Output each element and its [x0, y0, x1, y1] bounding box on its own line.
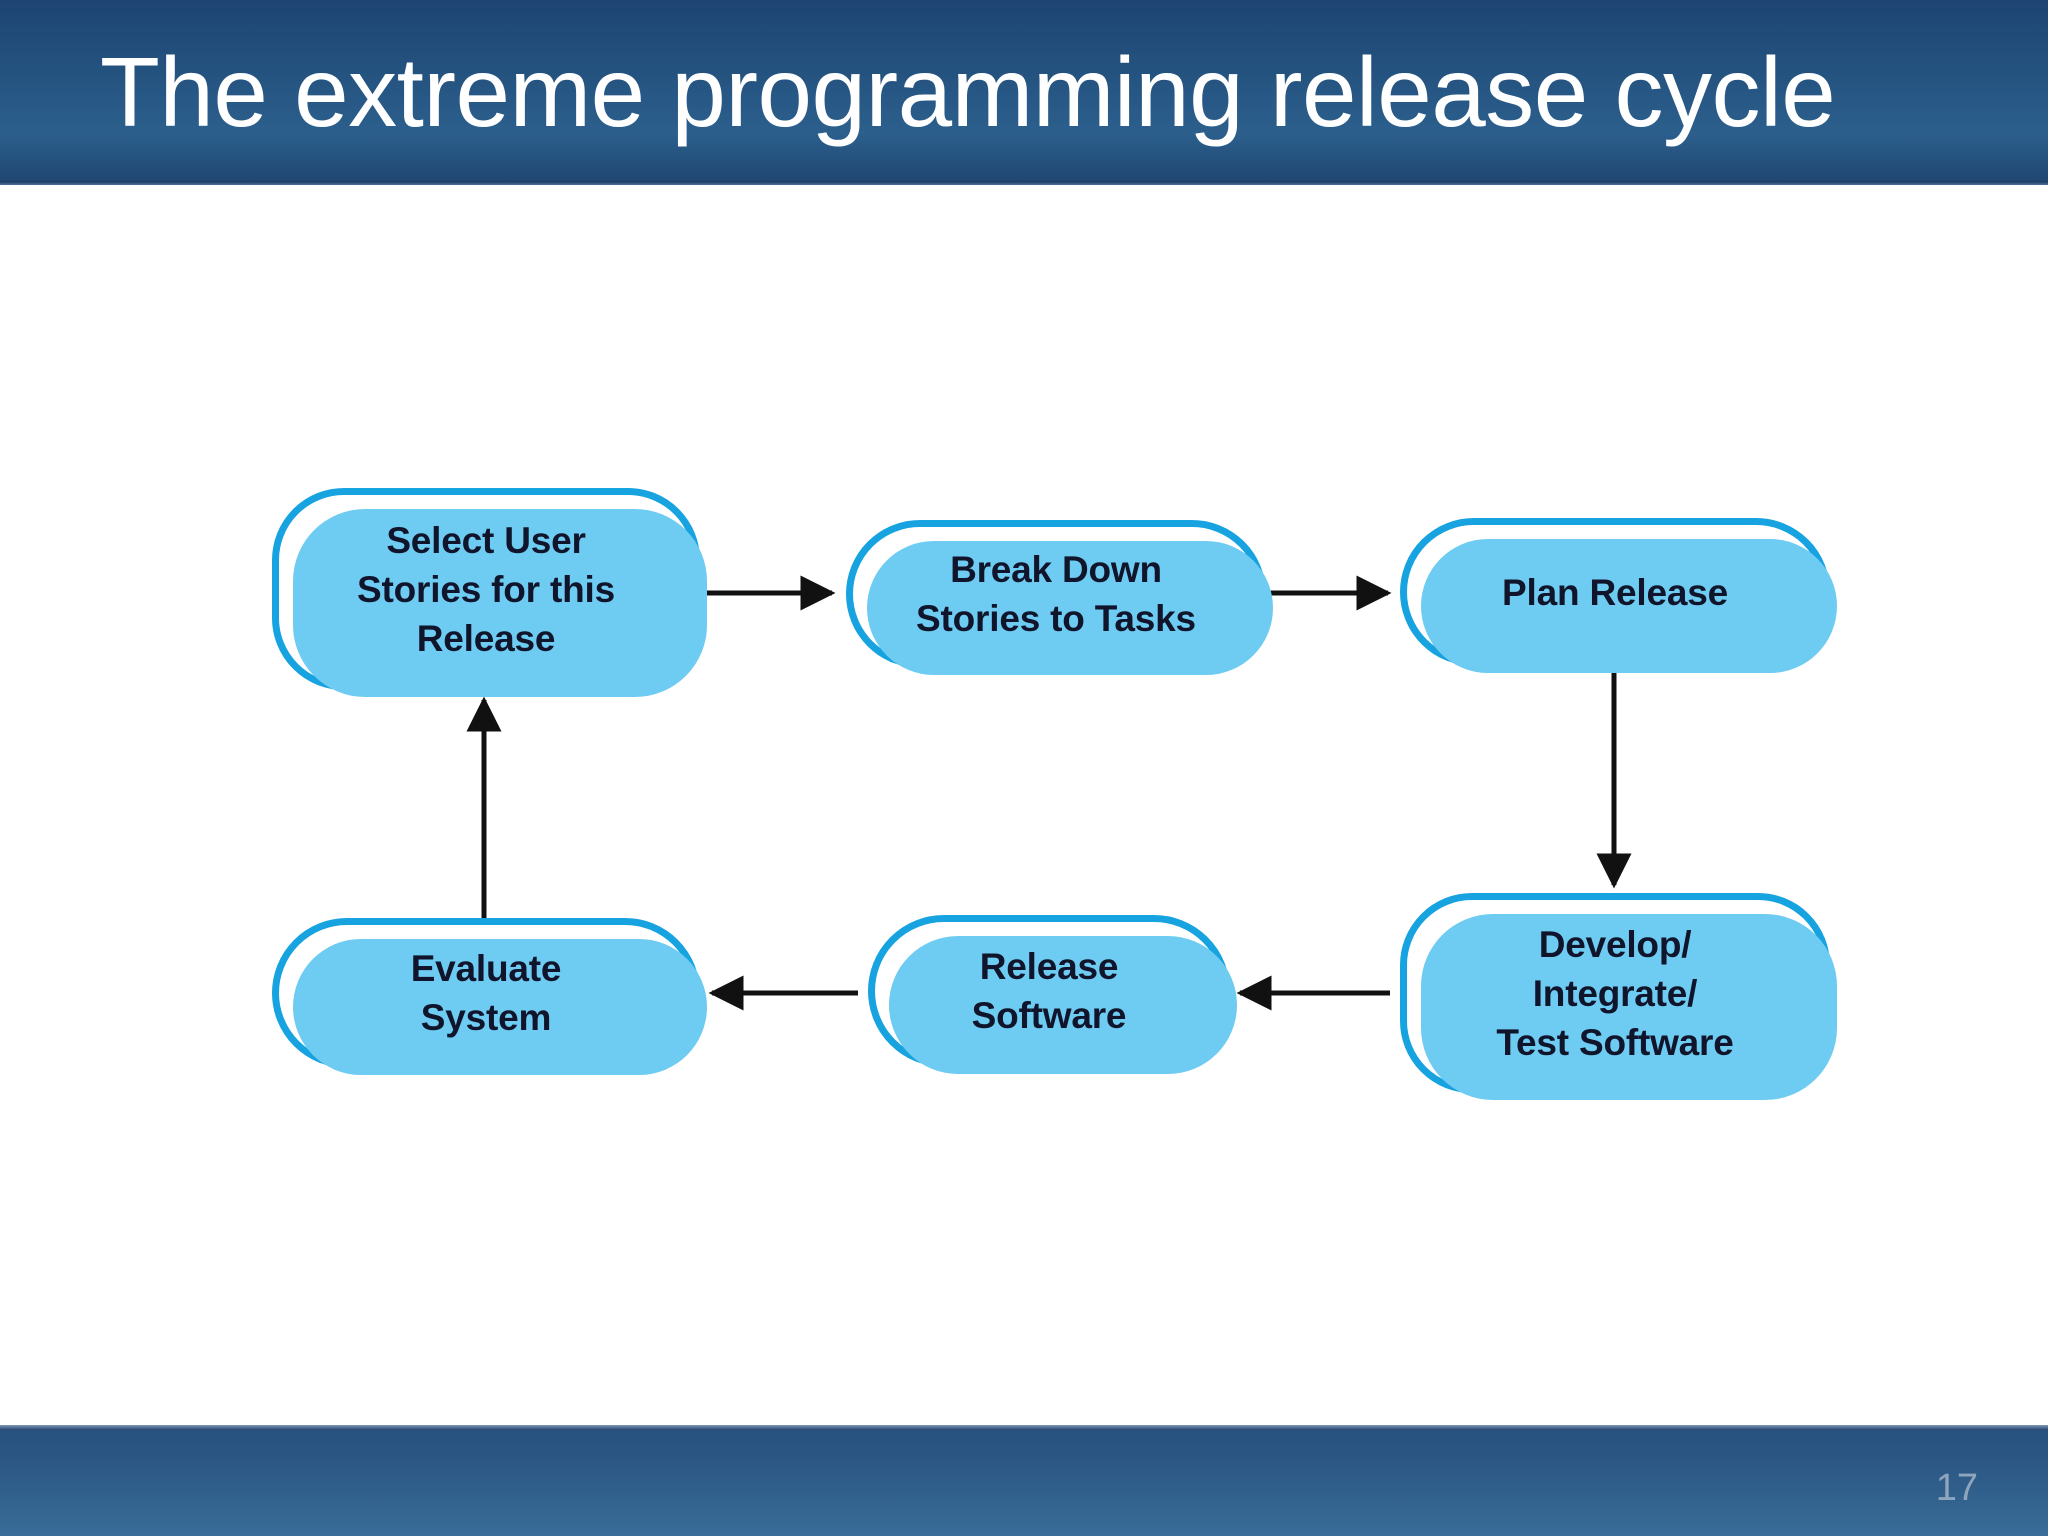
node-label: Select User Stories for this Release — [357, 519, 615, 659]
page-number: 17 — [1935, 1467, 1978, 1509]
node-shadow — [889, 936, 1237, 1074]
node-label: Release Software — [971, 946, 1127, 1036]
node-label: Develop/ Integrate/ Test Software — [1496, 923, 1734, 1063]
page-title: The extreme programming release cycle — [100, 37, 1836, 147]
node-evaluate-system[interactable]: Evaluate System — [272, 918, 707, 1075]
node-select-user-stories[interactable]: Select User Stories for this Release — [272, 488, 707, 697]
node-shadow — [293, 509, 707, 697]
slide-title-bar: The extreme programming release cycle — [0, 0, 2048, 185]
node-label: Evaluate System — [410, 948, 562, 1038]
node-shadow — [1421, 539, 1837, 673]
node-label: Plan Release — [1502, 571, 1728, 613]
node-shadow — [1421, 914, 1837, 1100]
node-shadow — [293, 939, 707, 1075]
node-plan-release[interactable]: Plan Release — [1400, 518, 1837, 673]
node-release-software[interactable]: Release Software — [868, 915, 1237, 1074]
slide-footer-bar — [0, 1425, 2048, 1536]
node-develop-integrate-test[interactable]: Develop/ Integrate/ Test Software — [1400, 893, 1837, 1100]
diagram-connectors — [466, 575, 1632, 1011]
node-label: Break Down Stories to Tasks — [916, 549, 1196, 639]
node-break-down-stories[interactable]: Break Down Stories to Tasks — [846, 520, 1273, 675]
xp-release-cycle-diagram: Select User Stories for this Release Bre… — [0, 185, 2048, 1425]
node-shadow — [867, 541, 1273, 675]
